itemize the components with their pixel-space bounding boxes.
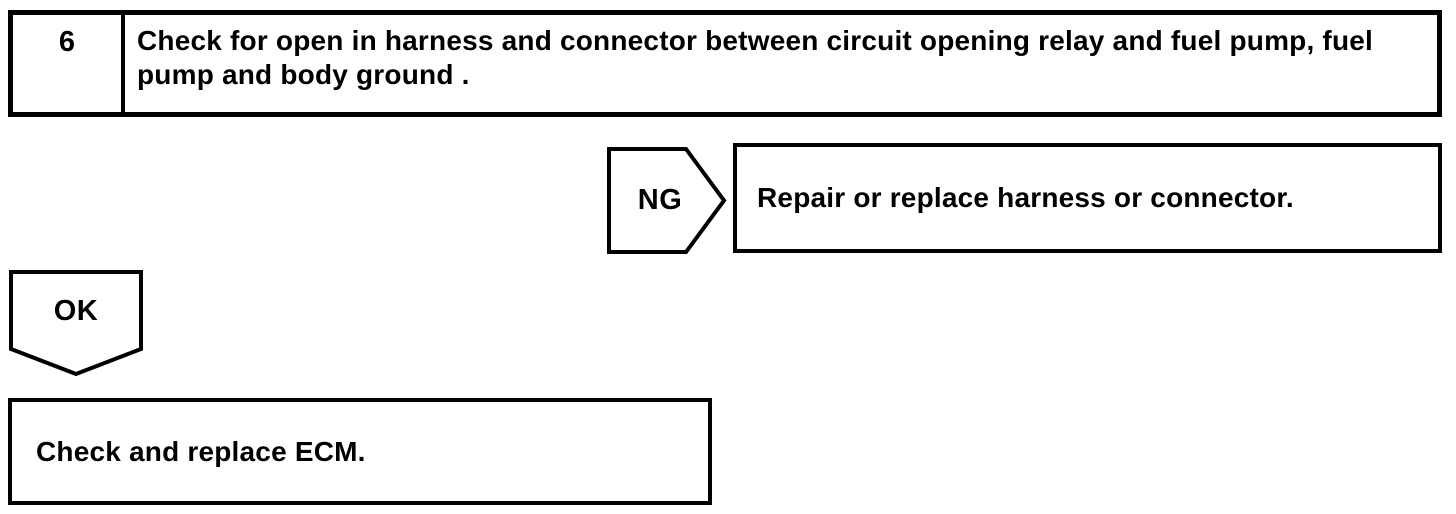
ng-result-box: Repair or replace harness or connector.: [733, 143, 1442, 253]
ng-pentagon-icon: [607, 147, 727, 254]
ng-connector: NG: [607, 147, 727, 254]
ok-result-box: Check and replace ECM.: [8, 398, 712, 505]
ng-label: NG: [637, 184, 683, 216]
ok-pentagon-icon: [9, 270, 143, 376]
ok-connector: OK: [9, 270, 143, 376]
step-instruction: Check for open in harness and connector …: [137, 25, 1374, 90]
ok-label: OK: [53, 294, 99, 327]
step-number: 6: [13, 15, 125, 112]
step-box: 6 Check for open in harness and connecto…: [8, 10, 1442, 117]
ok-result-text: Check and replace ECM.: [36, 435, 366, 467]
ng-result-text: Repair or replace harness or connector.: [757, 182, 1294, 213]
